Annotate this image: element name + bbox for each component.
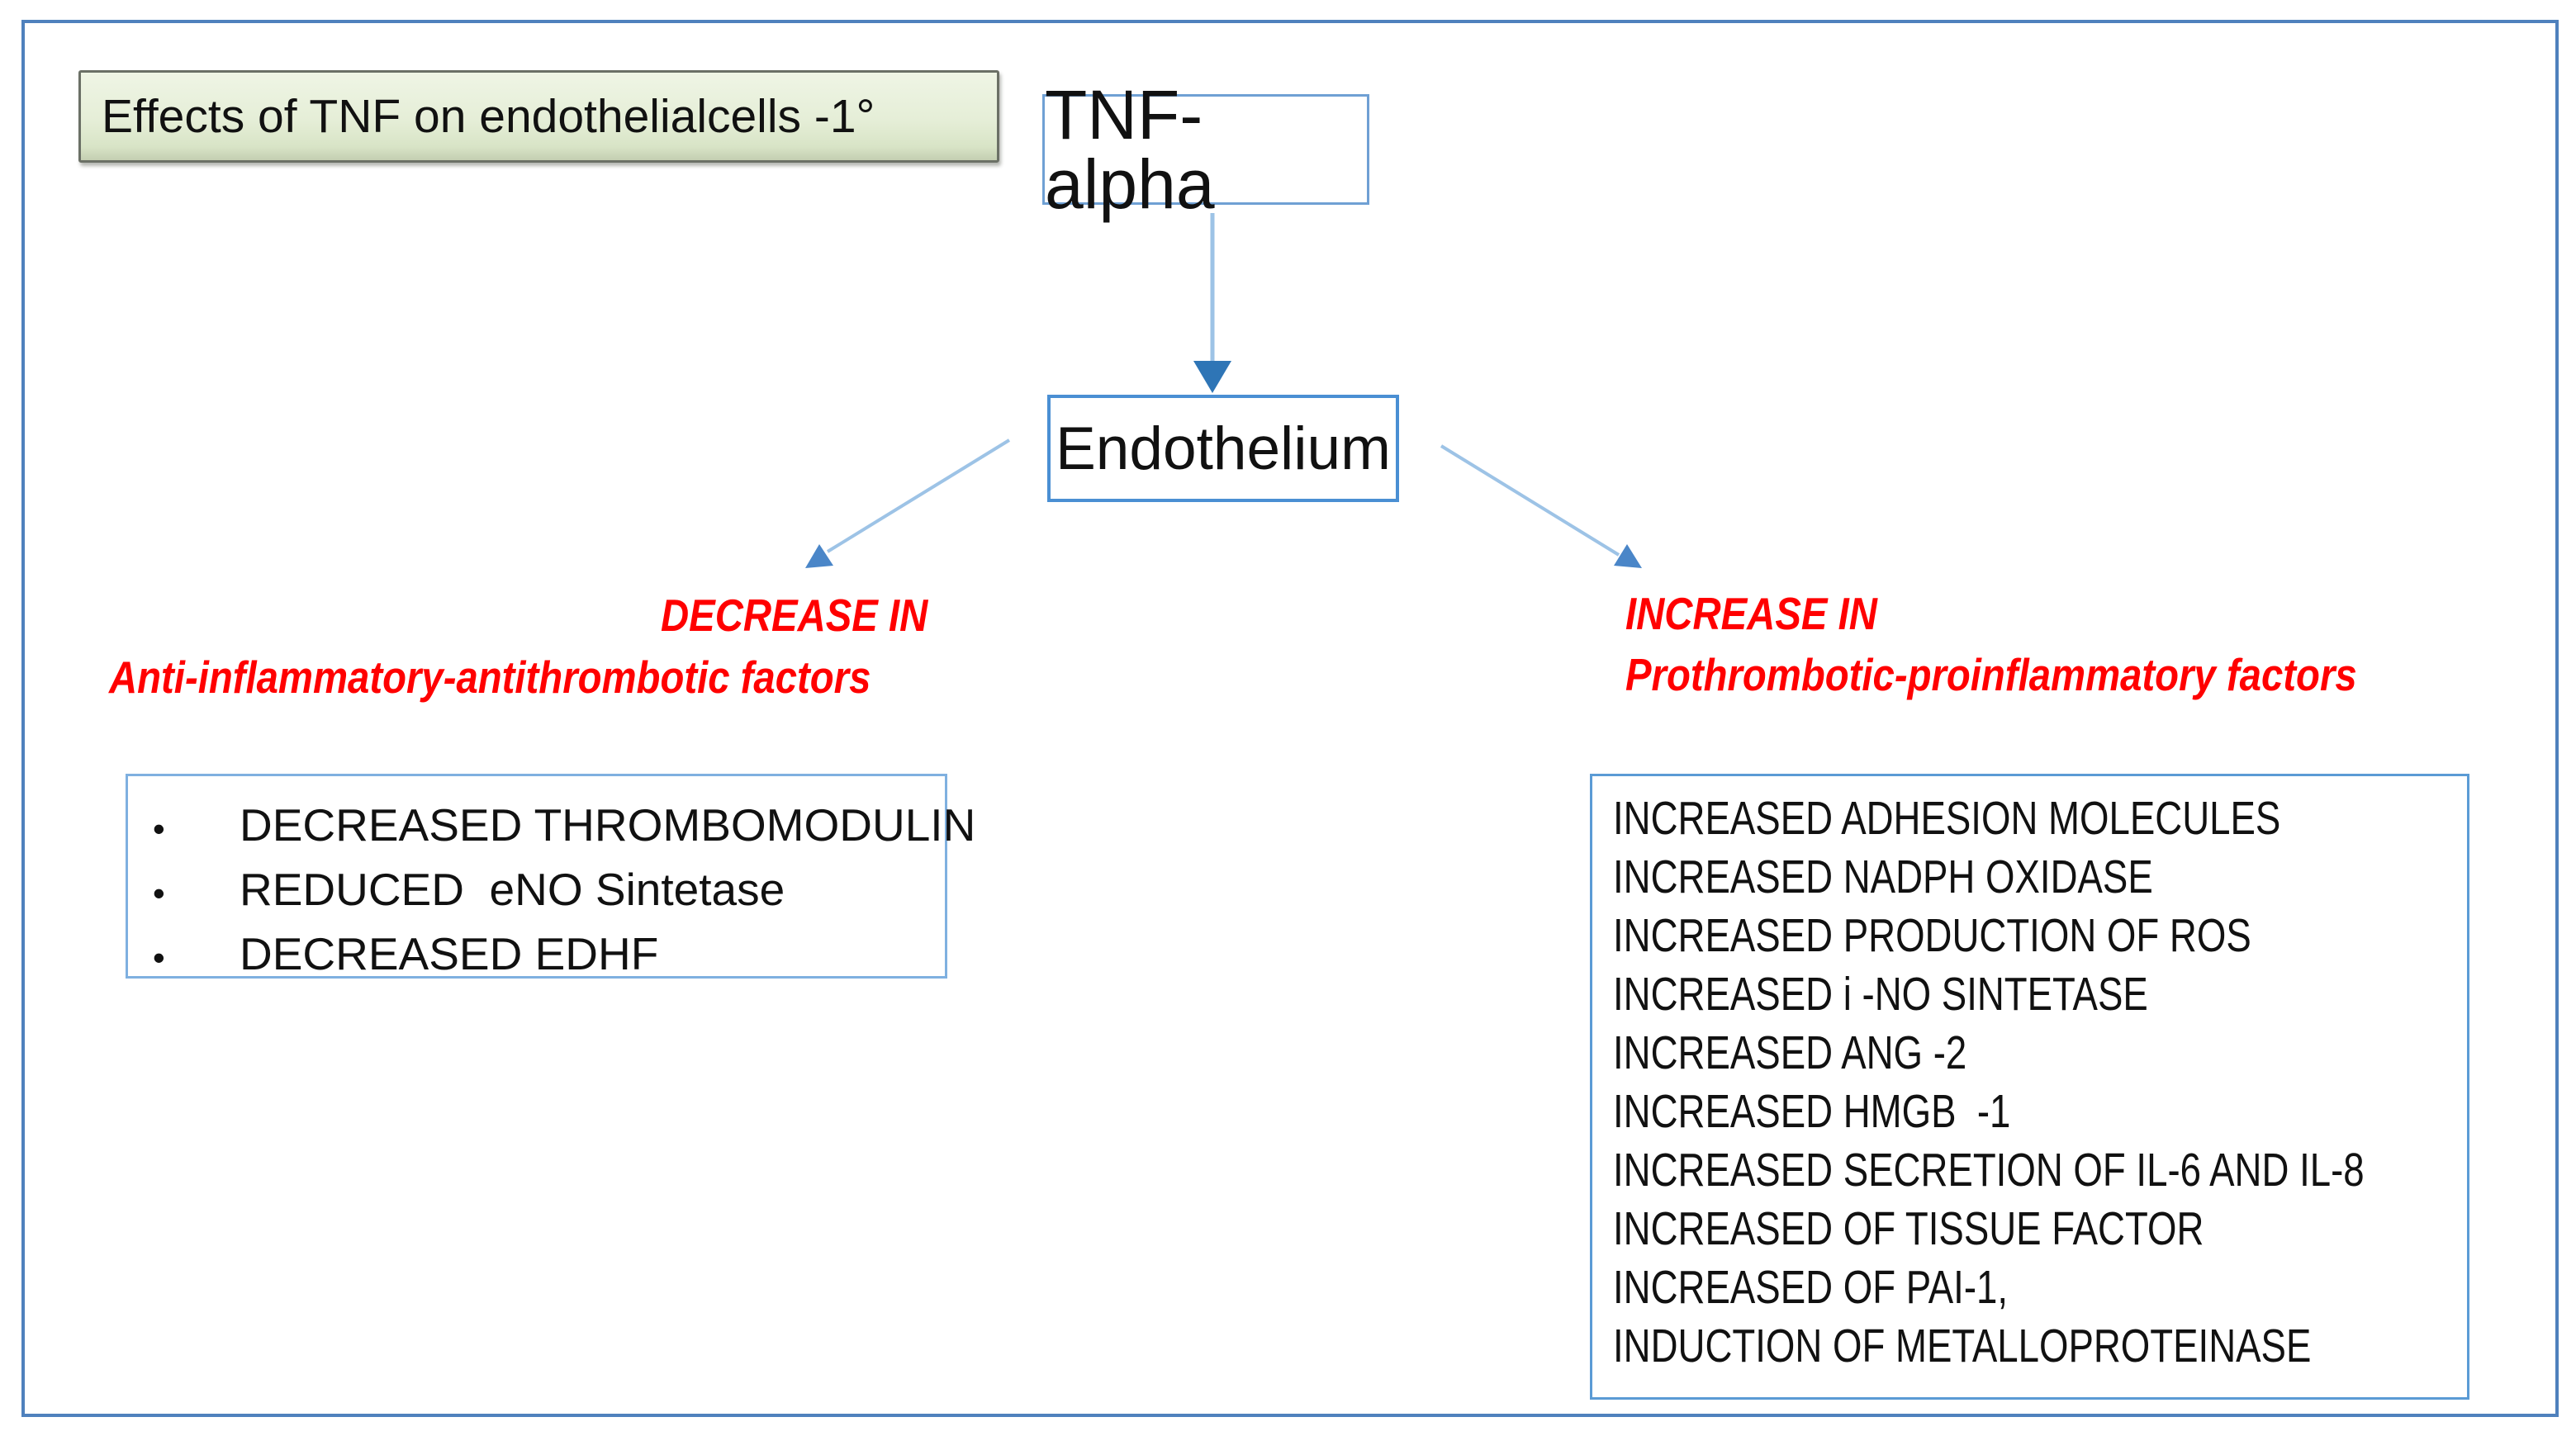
list-item: INCREASED SECRETION OF IL-6 AND IL-8 (1613, 1144, 2365, 1197)
list-item: INDUCTION OF METALLOPROTEINASE (1613, 1320, 2312, 1372)
tnf-alpha-label: TNF-alpha (1045, 76, 1215, 223)
list-item-text: REDUCED eNO Sintetase (240, 864, 785, 915)
decrease-list-box: • DECREASED THROMBOMODULIN • REDUCED eNO… (126, 774, 975, 979)
list-item: INCREASED HMGB -1 (1613, 1085, 2011, 1138)
list-item: • DECREASED EDHF (153, 922, 945, 986)
bullet-icon: • (153, 938, 165, 977)
tnf-alpha-node: TNF-alpha (1042, 80, 1369, 219)
page-title: Effects of TNF on endothelialcells -1° (102, 89, 875, 143)
list-item: INCREASED PRODUCTION OF ROS (1613, 909, 2251, 962)
list-item: • REDUCED eNO Sintetase (153, 857, 945, 922)
list-item-text: DECREASED THROMBOMODULIN (240, 799, 976, 851)
list-item-text: DECREASED EDHF (240, 928, 659, 979)
list-item: INCREASED OF PAI-1, (1613, 1261, 2009, 1314)
decrease-heading-line2: Anti-inflammatory-antithrombotic factors (109, 652, 871, 703)
bullet-icon: • (153, 809, 165, 848)
increase-list-box: INCREASED ADHESION MOLECULES INCREASED N… (1590, 774, 2469, 1400)
list-item: INCREASED ANG -2 (1613, 1026, 1967, 1079)
bullet-icon: • (153, 874, 165, 912)
increase-heading-line2: Prothrombotic-proinflammatory factors (1625, 649, 2357, 700)
increase-heading-line1: INCREASE IN (1625, 588, 1877, 639)
list-item: • DECREASED THROMBOMODULIN (153, 793, 975, 857)
slide-outer-border (21, 20, 2559, 1417)
list-item: INCREASED ADHESION MOLECULES (1613, 792, 2281, 845)
list-item: INCREASED OF TISSUE FACTOR (1613, 1202, 2204, 1255)
list-item: INCREASED i -NO SINTETASE (1613, 968, 2148, 1021)
decrease-heading-line1: DECREASE IN (661, 590, 928, 641)
endothelium-label: Endothelium (1056, 415, 1391, 482)
title-box: Effects of TNF on endothelialcells -1° (78, 70, 999, 163)
endothelium-node: Endothelium (1047, 395, 1399, 502)
list-item: INCREASED NADPH OXIDASE (1613, 851, 2153, 903)
